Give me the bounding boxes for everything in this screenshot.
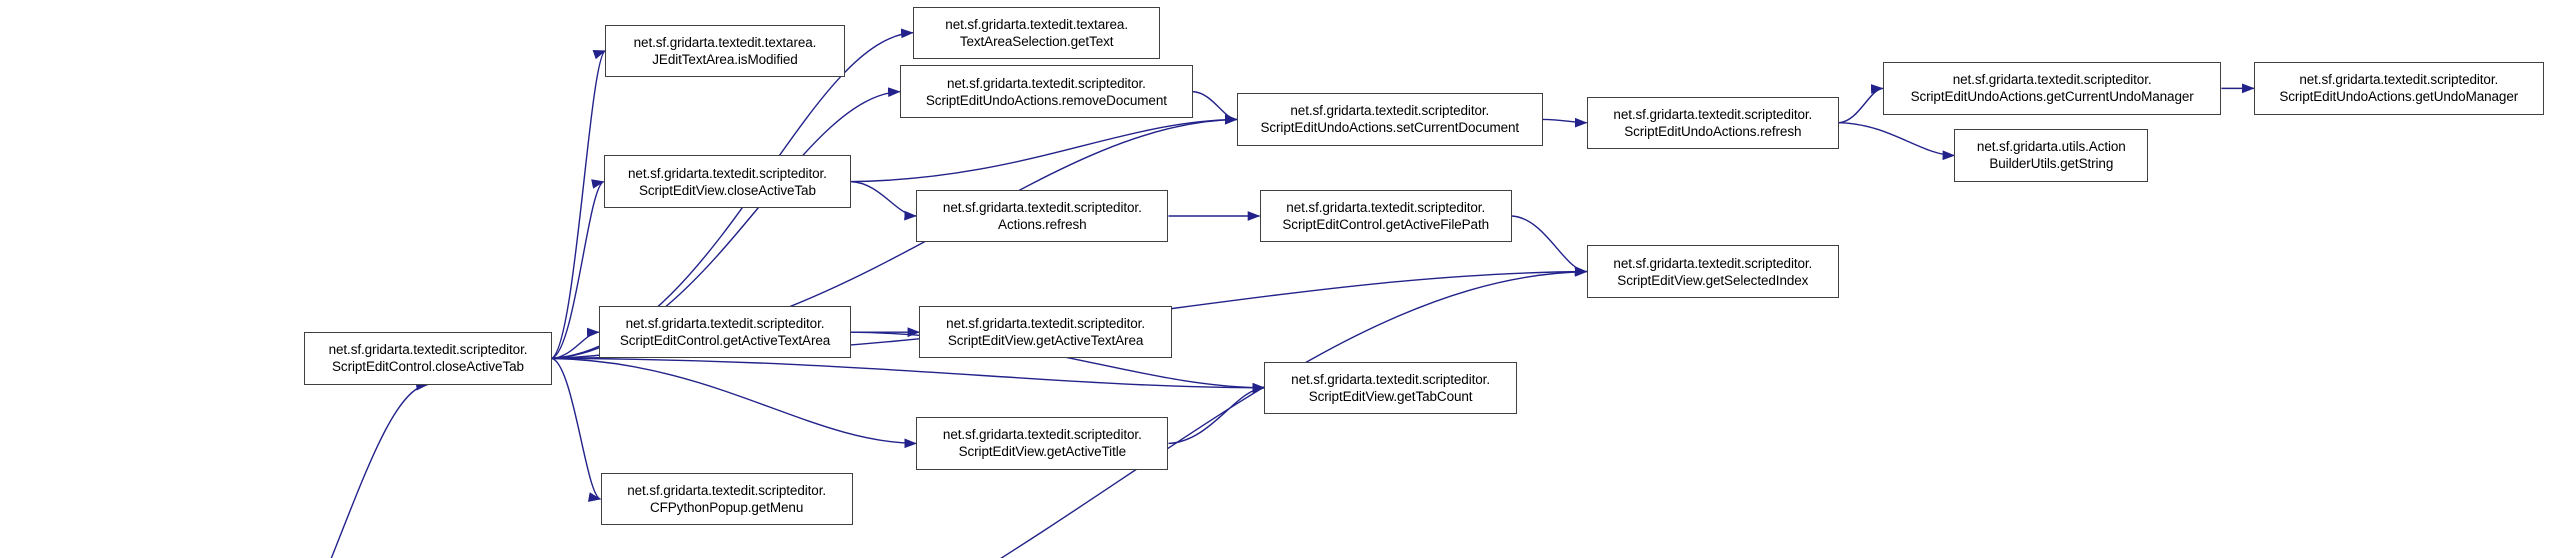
graph-node-getActiveTextAreaView[interactable]: net.sf.gridarta.textedit.scripteditor. S… — [919, 306, 1172, 359]
graph-node-label: net.sf.gridarta.textedit.scripteditor. S… — [946, 316, 1145, 349]
graph-node-viewCloseActiveTab[interactable]: net.sf.gridarta.textedit.scripteditor. S… — [603, 155, 852, 208]
graph-node-getActiveTextAreaControl[interactable]: net.sf.gridarta.textedit.scripteditor. S… — [598, 306, 852, 359]
graph-edge-getActiveFilePath-to-getSelectedIndex — [1511, 215, 1588, 276]
graph-node-label: net.sf.gridarta.textedit.scripteditor. S… — [328, 342, 528, 375]
graph-node-getCurrentUndoManager[interactable]: net.sf.gridarta.textedit.scripteditor. S… — [1882, 62, 2222, 115]
graph-node-label: net.sf.gridarta.textedit.scripteditor. S… — [942, 427, 1142, 460]
graph-edge-viewCloseActiveTab-to-actionsRefresh — [851, 180, 917, 221]
graph-node-actionsRefresh[interactable]: net.sf.gridarta.textedit.scripteditor. A… — [916, 189, 1169, 243]
graph-node-label: net.sf.gridarta.textedit.scripteditor. S… — [628, 165, 827, 198]
graph-edge-getActiveTitle-to-getTabCount — [1168, 383, 1266, 445]
graph-node-label: net.sf.gridarta.textedit.scripteditor. C… — [627, 483, 827, 516]
graph-node-label: net.sf.gridarta.textedit.textarea. TextA… — [945, 16, 1128, 49]
graph-edge-closeActiveTab-to-isModified — [551, 50, 607, 359]
graph-node-getString[interactable]: net.sf.gridarta.utils.Action BuilderUtil… — [1954, 129, 2149, 182]
graph-edge-closeActiveTab-to-getMenu — [551, 357, 602, 502]
graph-edge-closeActiveTab-to-getTabCount — [551, 357, 1266, 393]
graph-node-label: net.sf.gridarta.textedit.scripteditor. S… — [2279, 72, 2519, 105]
graph-node-undoRefresh[interactable]: net.sf.gridarta.textedit.scripteditor. S… — [1586, 96, 1839, 149]
graph-node-removeDocument[interactable]: net.sf.gridarta.textedit.scripteditor. S… — [899, 65, 1193, 118]
graph-edge-closeActiveTab-to-getActiveTitle — [551, 357, 917, 449]
graph-edge-closeActiveTab-to-getActiveTextAreaControl — [551, 327, 600, 360]
graph-node-label: net.sf.gridarta.textedit.scripteditor. S… — [1291, 371, 1490, 404]
graph-edge-setCurrentDocument-to-undoRefresh — [1542, 117, 1588, 128]
graph-edge-closeAllTabs-to-closeActiveTab — [330, 380, 429, 558]
graph-node-label: net.sf.gridarta.textedit.scripteditor. S… — [1613, 106, 1813, 139]
graph-node-label: net.sf.gridarta.textedit.scripteditor. S… — [1613, 255, 1813, 288]
graph-node-getTabCount[interactable]: net.sf.gridarta.textedit.scripteditor. S… — [1264, 361, 1517, 414]
graph-node-getMenu[interactable]: net.sf.gridarta.textedit.scripteditor. C… — [600, 472, 853, 526]
graph-node-getText[interactable]: net.sf.gridarta.textedit.textarea. TextA… — [912, 6, 1161, 59]
graph-node-getSelectedIndex[interactable]: net.sf.gridarta.textedit.scripteditor. S… — [1586, 245, 1839, 298]
graph-node-label: net.sf.gridarta.textedit.scripteditor. S… — [619, 316, 831, 349]
graph-node-label: net.sf.gridarta.textedit.scripteditor. S… — [1260, 103, 1520, 136]
graph-node-label: net.sf.gridarta.textedit.scripteditor. A… — [942, 199, 1142, 232]
graph-node-label: net.sf.gridarta.textedit.scripteditor. S… — [1910, 72, 2194, 105]
graph-node-label: net.sf.gridarta.textedit.scripteditor. S… — [1282, 199, 1490, 232]
graph-node-getUndoManager[interactable]: net.sf.gridarta.textedit.scripteditor. S… — [2253, 62, 2544, 115]
graph-node-label: net.sf.gridarta.textedit.textarea. JEdit… — [633, 34, 817, 67]
graph-edge-removeDocument-to-setCurrentDocument — [1192, 90, 1238, 124]
graph-edge-closeActiveTab-to-viewCloseActiveTab — [551, 179, 605, 360]
graph-edge-undoRefresh-to-getCurrentUndoManager — [1838, 84, 1884, 124]
graph-node-getActiveTitle[interactable]: net.sf.gridarta.textedit.scripteditor. S… — [916, 417, 1169, 470]
graph-node-label: net.sf.gridarta.utils.Action BuilderUtil… — [1976, 139, 2126, 172]
graph-node-isModified[interactable]: net.sf.gridarta.textedit.textarea. JEdit… — [605, 24, 845, 77]
graph-edge-undoRefresh-to-getString — [1838, 122, 1956, 161]
graph-node-setCurrentDocument[interactable]: net.sf.gridarta.textedit.scripteditor. S… — [1236, 93, 1543, 146]
graph-edge-viewCloseActiveTab-to-setCurrentDocument — [851, 114, 1238, 183]
graph-node-closeActiveTab[interactable]: net.sf.gridarta.textedit.scripteditor. S… — [304, 332, 552, 385]
graph-node-label: net.sf.gridarta.textedit.scripteditor. S… — [925, 75, 1167, 108]
graph-node-getActiveFilePath[interactable]: net.sf.gridarta.textedit.scripteditor. S… — [1259, 189, 1512, 243]
